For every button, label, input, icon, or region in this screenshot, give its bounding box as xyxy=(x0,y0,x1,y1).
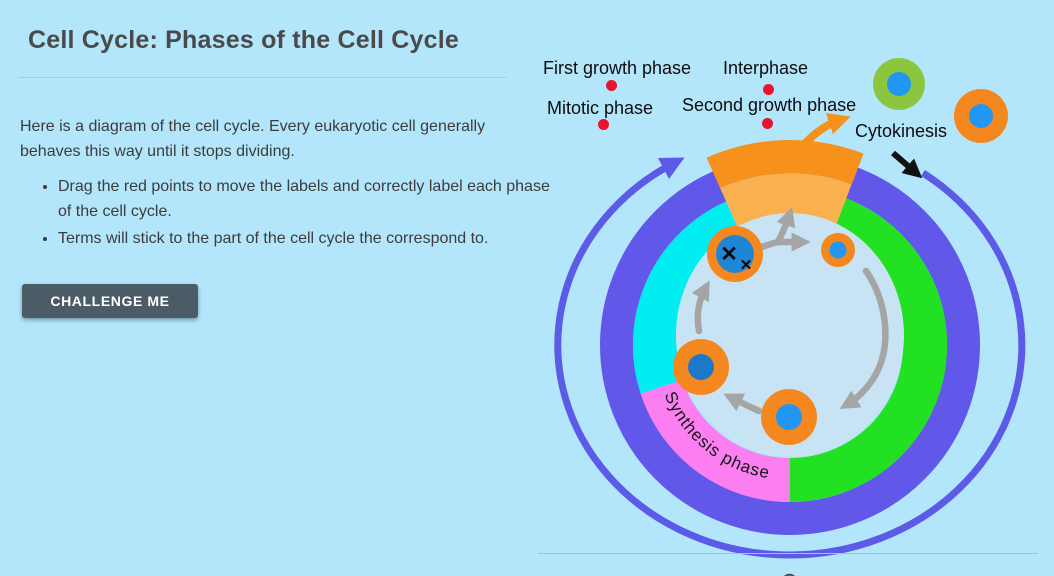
inner-arrow-bottom-left xyxy=(723,393,763,415)
segment-green xyxy=(789,198,948,502)
cell-nucleus xyxy=(969,104,993,128)
cell-left xyxy=(673,339,729,395)
drag-point-second-growth-phase[interactable] xyxy=(762,118,773,129)
cell-nucleus xyxy=(887,72,911,96)
intro-paragraph: Here is a diagram of the cell cycle. Eve… xyxy=(20,118,486,160)
bottom-divider xyxy=(538,553,1038,554)
cell-nucleus xyxy=(688,354,714,380)
chromosome-x-mark: ✕ xyxy=(740,257,753,274)
instruction-item: Terms will stick to the part of the cell… xyxy=(58,226,558,251)
exit-arrow-orange xyxy=(792,112,851,157)
inner-arrow-right-down xyxy=(839,267,889,410)
segment-pink-synthesis xyxy=(640,379,791,502)
cell-small-top-right xyxy=(821,233,855,267)
daughter-cell-green xyxy=(873,58,925,110)
cytokinesis-arrow-black xyxy=(891,150,923,179)
cell-nucleus xyxy=(776,404,802,430)
drag-point-mitotic-phase[interactable] xyxy=(598,119,609,130)
label-cytokinesis: Cytokinesis xyxy=(855,121,948,141)
outer-cycle-arrow xyxy=(554,157,1026,559)
label-interphase: Interphase xyxy=(723,58,809,78)
page-title: Cell Cycle: Phases of the Cell Cycle xyxy=(28,26,459,54)
drag-point-first-growth-phase[interactable] xyxy=(606,80,617,91)
label-mitotic-phase: Mitotic phase xyxy=(547,98,654,118)
chromosome-x-mark: ✕ xyxy=(720,243,738,266)
segment-cyan xyxy=(633,201,745,394)
label-second-growth-phase: Second growth phase xyxy=(682,95,857,115)
wedge-orange-outer xyxy=(706,139,864,189)
title-divider xyxy=(18,77,506,78)
instruction-list: Drag the red points to move the labels a… xyxy=(22,172,558,253)
instruction-item: Drag the red points to move the labels a… xyxy=(58,174,558,224)
challenge-me-button[interactable]: CHALLENGE ME xyxy=(22,284,198,318)
wedge-orange-inner xyxy=(720,173,852,227)
cell-with-chromosomes: ✕ ✕ xyxy=(707,226,763,282)
inner-arrow-left-up xyxy=(691,280,710,335)
cell-nucleus xyxy=(716,235,754,273)
label-first-growth-phase: First growth phase xyxy=(543,58,692,78)
drag-point-interphase[interactable] xyxy=(763,84,774,95)
daughter-cell-orange xyxy=(954,89,1008,143)
cell-bottom xyxy=(761,389,817,445)
cell-nucleus xyxy=(829,241,847,259)
